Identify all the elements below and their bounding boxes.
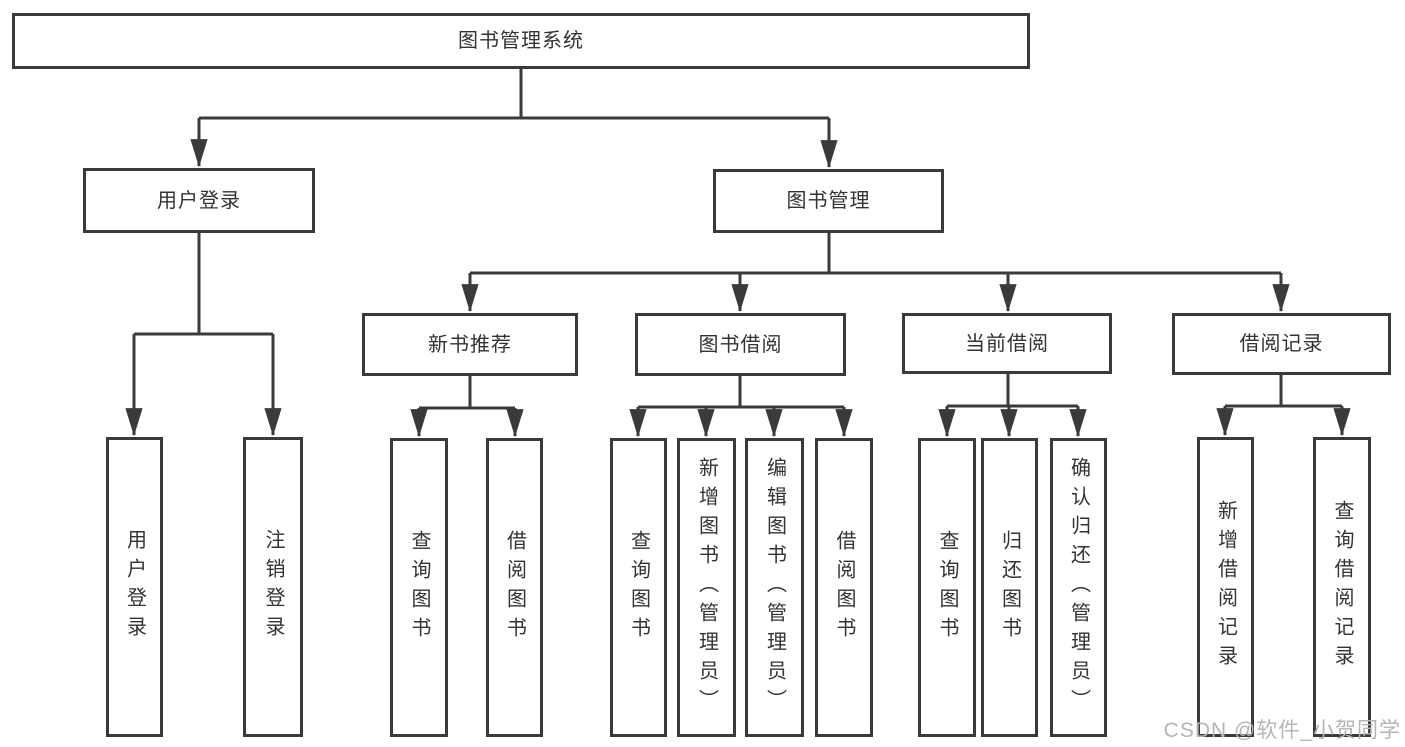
leaf-borrow-books-2: 借阅图书 [815,438,873,737]
leaf-return-books: 归还图书 [981,438,1038,737]
connector-new-books-trunk [419,376,515,410]
node-current-borrow: 当前借阅 [902,313,1112,374]
connector-current-borrow-trunk [947,374,1078,408]
leaf-user-login: 用户登录 [106,437,163,737]
node-book-borrow: 图书借阅 [635,313,846,376]
leaf-confirm-return-admin: 确认归还（管理员） [1050,438,1107,737]
leaf-logout: 注销登录 [243,437,303,737]
leaf-query-books-1: 查询图书 [390,438,448,737]
node-root-system: 图书管理系统 [12,13,1030,69]
node-new-book-recommend: 新书推荐 [362,313,578,376]
connector-book-mgmt-trunk [470,233,1281,275]
leaf-query-books-2: 查询图书 [610,438,667,737]
connector-user-login-trunk [134,233,273,336]
connector-borrow-records-trunk [1225,375,1342,408]
connector-root-trunk [199,69,829,120]
csdn-watermark: CSDN @软件_小贺同学 [1163,719,1401,742]
node-book-management: 图书管理 [713,169,944,233]
node-user-login: 用户登录 [83,168,315,233]
leaf-borrow-books-1: 借阅图书 [486,438,543,737]
leaf-add-borrow-record: 新增借阅记录 [1197,437,1254,737]
leaf-edit-books-admin: 编辑图书（管理员） [745,438,804,737]
leaf-query-borrow-record: 查询借阅记录 [1313,437,1371,737]
leaf-query-books-3: 查询图书 [918,438,976,737]
connector-book-borrow-trunk [638,376,844,409]
leaf-add-books-admin: 新增图书（管理员） [677,438,736,737]
node-borrow-records: 借阅记录 [1172,313,1391,375]
